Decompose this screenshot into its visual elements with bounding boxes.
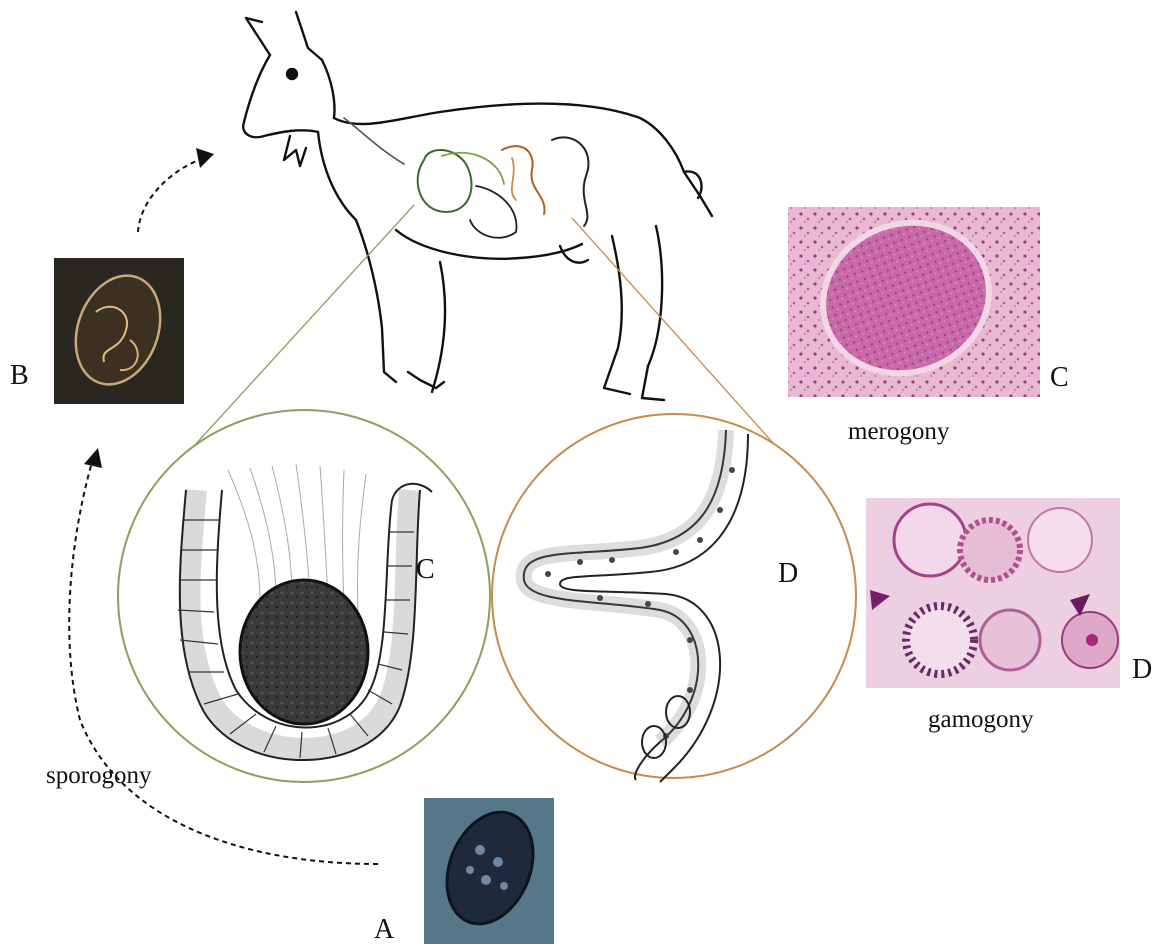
label-c-circle: C <box>416 554 435 586</box>
label-c-histology: C <box>1050 362 1069 394</box>
crypt-illustration-c <box>118 410 490 782</box>
arrow-head-to-b <box>84 448 102 468</box>
arrow-head-to-goat <box>196 148 214 168</box>
sporulated-oocyst-image-b <box>54 258 184 404</box>
caption-merogony: merogony <box>848 418 949 446</box>
merogony-histology-image <box>788 200 1040 397</box>
villus-illustration-d <box>492 414 856 782</box>
unsporulated-oocyst-image-a <box>424 798 554 944</box>
label-b: B <box>10 360 29 392</box>
label-d-circle: D <box>778 558 798 590</box>
goat-illustration <box>243 12 712 400</box>
caption-sporogony: sporogony <box>46 762 152 790</box>
caption-gamogony: gamogony <box>928 706 1034 734</box>
gamogony-histology-image <box>866 498 1120 688</box>
label-d-histology: D <box>1132 654 1152 686</box>
label-a: A <box>374 914 394 946</box>
